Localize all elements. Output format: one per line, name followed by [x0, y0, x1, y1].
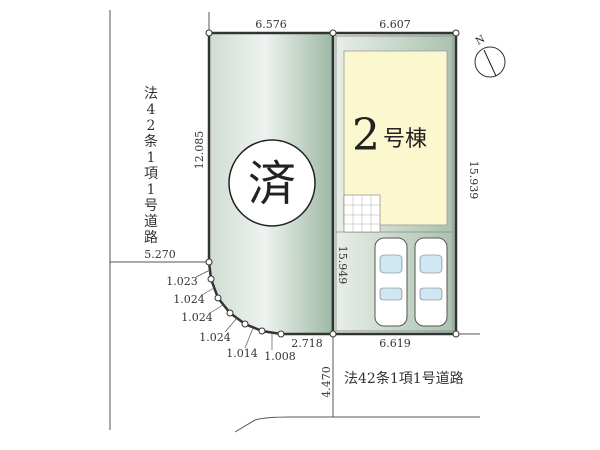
dim-arc: 1.024: [199, 331, 231, 344]
building-number: 2: [352, 110, 380, 161]
dim-left-side: 12.085: [193, 131, 206, 170]
north-compass-icon: N: [474, 34, 506, 78]
inner-boundary: [335, 35, 454, 332]
dim-road-width: 4.470: [320, 366, 333, 398]
dim-arc: 1.008: [264, 350, 296, 363]
boundary-markers: [205, 29, 460, 338]
dim-top-left: 6.576: [255, 18, 287, 31]
road-label-left: 法42条1項1号道路: [144, 86, 158, 246]
dim-arc: 1.024: [173, 293, 205, 306]
dim-bottom-right: 6.619: [379, 337, 411, 350]
dim-arc: 1.023: [166, 275, 198, 288]
sold-stamp: [228, 139, 316, 227]
road-edge: [234, 416, 480, 433]
sold-mark: 済: [248, 156, 296, 212]
dim-right-side: 15.939: [467, 161, 480, 200]
dim-arc: 1.024: [181, 311, 213, 324]
dim-top-right: 6.607: [379, 18, 411, 31]
road-label-bottom: 法42条1項1号道路: [344, 370, 464, 387]
dim-bottom-mid: 2.718: [291, 337, 323, 350]
building-suffix: 号棟: [383, 127, 427, 152]
dim-middle: 15.949: [336, 246, 349, 285]
dim-arc: 1.014: [226, 347, 258, 360]
car-icon: [374, 237, 408, 327]
car-icon: [414, 237, 448, 327]
dim-road-left: 5.270: [144, 248, 176, 261]
svg-text:N: N: [474, 34, 487, 48]
